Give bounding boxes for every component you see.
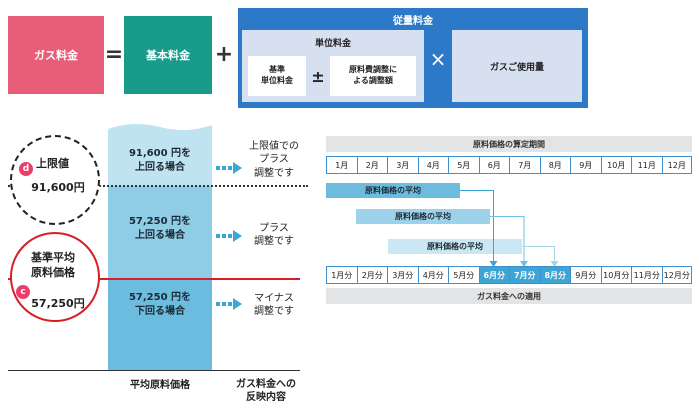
billing-month-cell: 2月分 (356, 266, 388, 284)
basic-unit-price-box: 基準 単位料金 (248, 56, 306, 96)
equals-operator: = (104, 41, 124, 67)
dashed-arrow-icon (216, 230, 242, 242)
band-text-above-base: 57,250 円を 上回る場合 (108, 214, 212, 244)
band-3-line-2: 下回る場合 (135, 306, 185, 317)
base-fee-box: 基本料金 (124, 16, 212, 94)
band-text-below-base: 57,250 円を 下回る場合 (108, 290, 212, 320)
axis-label-reflection-line-1: ガス料金への (236, 378, 296, 390)
base-price-label: 基準平均 原料価格 (18, 250, 88, 282)
usage-fee-title: 従量料金 (393, 15, 433, 27)
upper-limit-label: 上限値 (36, 157, 69, 170)
billing-month-cell: 9月分 (570, 266, 602, 284)
effect-1-line-3: 調整です (254, 167, 294, 179)
gas-fee-box: ガス料金 (8, 16, 104, 94)
average-bar-3: 原料価格の平均 (388, 239, 522, 254)
band-2-line-2: 上回る場合 (135, 230, 185, 241)
calculation-month-cell: 4月 (417, 156, 449, 174)
base-price-value: 57,250円 (31, 297, 85, 310)
applied-footer: ガス料金への適用 (326, 288, 692, 304)
axis-label-reflection-line-2: 反映内容 (246, 392, 286, 403)
times-operator: × (429, 47, 447, 71)
base-fee-label: 基本料金 (146, 49, 190, 62)
billing-month-cell: 10月分 (600, 266, 632, 284)
effect-plus: プラス 調整です (244, 220, 304, 250)
effect-3-line-1: マイナス (254, 292, 294, 304)
badge-d-icon: d (19, 162, 33, 176)
effect-minus: マイナス 調整です (244, 290, 304, 320)
dashed-arrow-icon (216, 298, 242, 310)
effect-1-line-1: 上限値での (249, 140, 299, 152)
adjustment-line-2: よる調整額 (353, 76, 393, 85)
billing-month-cell: 11月分 (631, 266, 663, 284)
usage-amount-label: ガスご使用量 (489, 62, 544, 73)
bottom-axis-line (8, 370, 300, 371)
unit-price-title: 単位料金 (314, 38, 351, 49)
average-bar-1: 原料価格の平均 (326, 183, 460, 198)
axis-label-reflection: ガス料金への 反映内容 (226, 376, 306, 406)
billing-month-cell: 1月分 (326, 266, 358, 284)
axis-label-average-price: 平均原料価格 (130, 379, 190, 391)
effect-3-line-2: 調整です (254, 306, 294, 317)
effect-upper-limit-plus: 上限値での プラス 調整です (244, 138, 304, 182)
billing-month-cell: 4月分 (417, 266, 449, 284)
band-text-above-upper: 91,600 円を 上回る場合 (108, 146, 212, 176)
average-bar-2: 原料価格の平均 (356, 209, 490, 224)
band-below-base (108, 278, 212, 370)
period-header: 原料価格の算定期間 (326, 136, 692, 152)
billing-month-cell: 6月分 (478, 266, 510, 284)
effect-1-line-2: プラス (259, 154, 289, 166)
adjustment-box: 原料費調整に よる調整額 (330, 56, 416, 96)
plus-minus-operator: ± (311, 66, 325, 86)
band-above-base (108, 186, 212, 278)
usage-fee-box: 従量料金 単位料金 基準 単位料金 ± 原料費調整に よる調整額 × ガスご使用… (238, 8, 588, 108)
base-price-label-line-2: 原料価格 (31, 266, 75, 279)
basic-unit-price-line-2: 単位料金 (261, 76, 293, 85)
calculation-month-cell: 12月 (661, 156, 692, 174)
plus-operator: + (214, 41, 234, 67)
billing-month-cell: 7月分 (509, 266, 541, 284)
billing-month-cell: 5月分 (448, 266, 480, 284)
badge-c-icon: c (16, 285, 30, 299)
basic-unit-price-line-1: 基準 (269, 65, 285, 75)
upper-limit-circle (10, 135, 100, 225)
band-3-line-1: 57,250 円を (128, 292, 192, 303)
billing-month-cell: 3月分 (387, 266, 419, 284)
billing-month-cell: 8月分 (539, 266, 571, 284)
calculation-month-cell: 10月 (600, 156, 632, 174)
gas-fee-label: ガス料金 (34, 49, 78, 62)
band-2-line-1: 57,250 円を (128, 216, 192, 227)
usage-amount-box: ガスご使用量 (452, 30, 582, 102)
base-price-circle (10, 232, 100, 322)
dashed-arrow-icon (216, 162, 242, 174)
band-1-line-1: 91,600 円を (128, 148, 192, 159)
calculation-month-cell: 9月 (570, 156, 602, 174)
upper-limit-line (8, 185, 308, 187)
band-1-line-2: 上回る場合 (135, 162, 185, 173)
band-wave-top (108, 123, 212, 134)
base-price-label-line-1: 基準平均 (31, 251, 75, 265)
band-above-upper-limit (108, 130, 212, 186)
effect-2-line-2: 調整です (254, 236, 294, 247)
base-price-line (8, 278, 300, 280)
billing-month-cell: 12月分 (661, 266, 692, 284)
adjustment-line-1: 原料費調整に (349, 65, 397, 75)
unit-price-box: 単位料金 基準 単位料金 ± 原料費調整に よる調整額 (242, 30, 424, 102)
upper-limit-value: 91,600円 (31, 181, 85, 194)
effect-2-line-1: プラス (259, 222, 289, 234)
